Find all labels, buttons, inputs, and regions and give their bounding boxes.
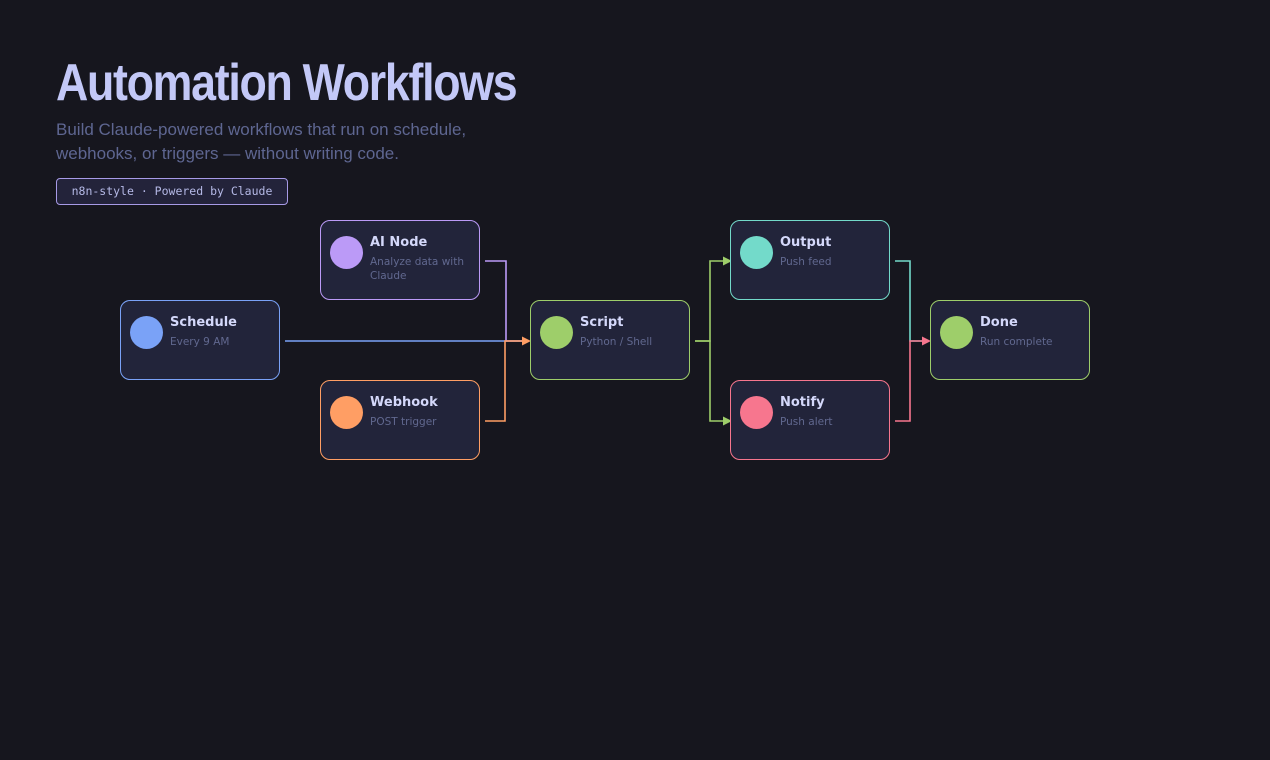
node-description: Push feed <box>780 256 832 268</box>
node-description: Python / Shell <box>580 336 653 348</box>
webhook-node-icon <box>330 396 363 429</box>
node-label: Done <box>980 315 1018 330</box>
node-label: Script <box>580 315 624 330</box>
node-script[interactable]: Script Python / Shell <box>530 300 690 380</box>
node-label: Webhook <box>370 395 438 410</box>
page-subtitle: Build Claude-powered workflows that run … <box>56 120 467 163</box>
node-done[interactable]: Done Run complete <box>930 300 1090 380</box>
ai-node-icon <box>330 236 363 269</box>
node-webhook[interactable]: Webhook POST trigger <box>320 380 480 460</box>
wire-script-notify <box>695 340 724 422</box>
done-node-icon <box>940 316 973 349</box>
node-label: Schedule <box>170 315 237 330</box>
wire-webhook-script <box>485 340 523 422</box>
wire-ainode-script <box>485 260 523 342</box>
arrow-into-done <box>922 336 931 346</box>
wire-script-output <box>695 260 724 342</box>
node-description: POST trigger <box>370 416 437 428</box>
node-description: Run complete <box>980 336 1053 348</box>
node-ai[interactable]: AI Node Analyze data with Claude <box>320 220 480 300</box>
wire-output-done <box>895 260 923 342</box>
output-node-icon <box>740 236 773 269</box>
node-label: Notify <box>780 395 825 410</box>
node-label: Output <box>780 235 832 250</box>
wire-notify-done <box>895 340 923 422</box>
arrow-into-notify <box>723 416 732 426</box>
node-schedule[interactable]: Schedule Every 9 AM <box>120 300 280 380</box>
notify-node-icon <box>740 396 773 429</box>
page-title: Automation Workflows <box>56 54 518 112</box>
node-description: Push alert <box>780 416 833 428</box>
arrow-into-script <box>522 336 531 346</box>
node-description: Every 9 AM <box>170 336 230 348</box>
script-node-icon <box>540 316 573 349</box>
powered-by-badge: n8n-style · Powered by Claude <box>56 178 288 205</box>
schedule-node-icon <box>130 316 163 349</box>
node-description: Analyze data with Claude <box>370 256 464 282</box>
arrow-into-output <box>723 256 732 266</box>
node-notify[interactable]: Notify Push alert <box>730 380 890 460</box>
node-output[interactable]: Output Push feed <box>730 220 890 300</box>
node-label: AI Node <box>370 235 428 250</box>
